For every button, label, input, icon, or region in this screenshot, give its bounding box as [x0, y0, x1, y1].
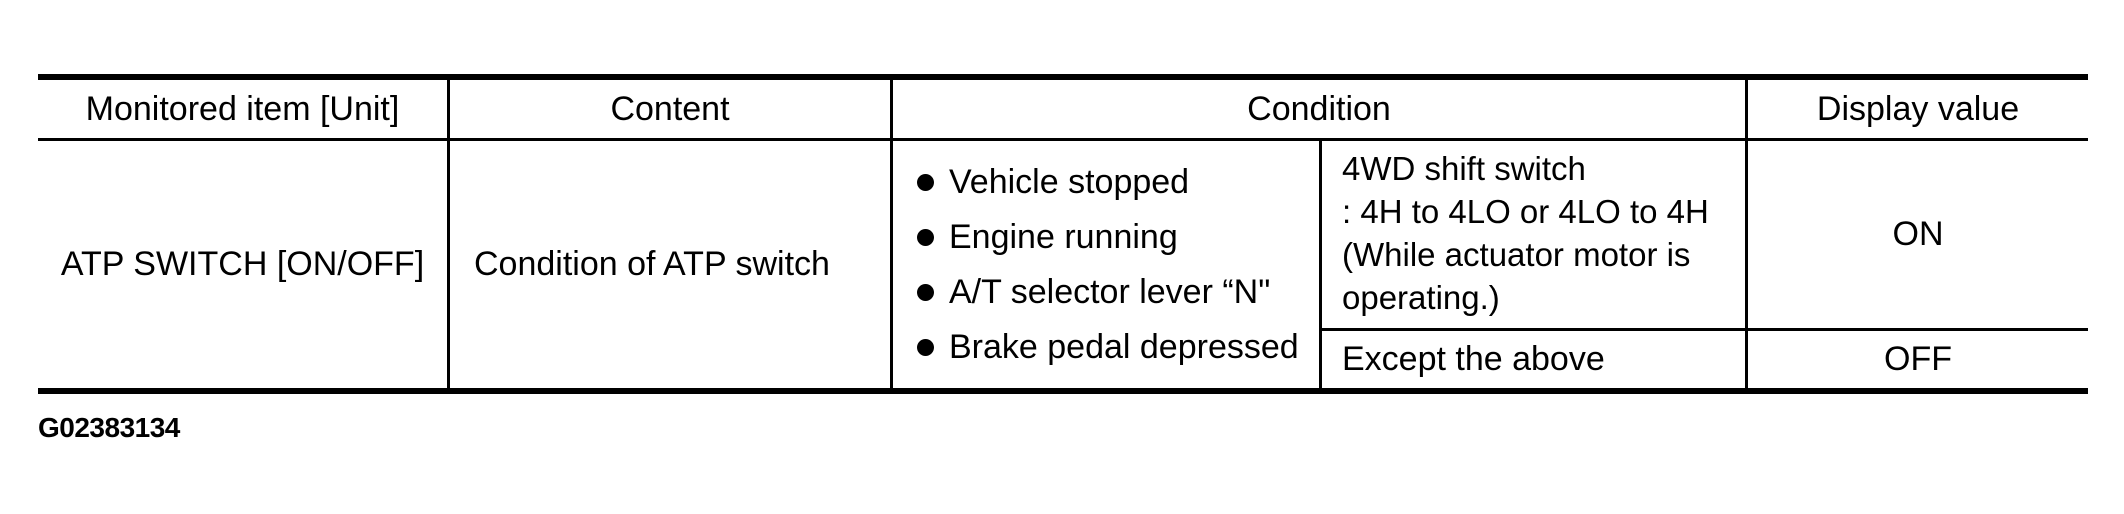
divider-col2-col3 [890, 80, 893, 388]
header-display-value: Display value [1816, 89, 2020, 128]
cell-subcondition-4wd: 4WD shift switch : 4H to 4LO or 4LO to 4… [1322, 141, 1745, 328]
condition-bullet-row: A/T selector lever “N" [917, 265, 1319, 320]
cell-monitored-item: ATP SWITCH [ON/OFF] [60, 245, 425, 283]
divider-col1-col2 [447, 80, 450, 388]
cell-subcondition-except: Except the above [1342, 340, 1605, 378]
subcondition-line: operating.) [1342, 279, 1500, 316]
cell-display-value-on: ON [1892, 215, 1944, 253]
condition-bullet-row: Vehicle stopped [917, 155, 1319, 210]
table-bottom-border [38, 388, 2088, 394]
subcondition-line: 4WD shift switch [1342, 150, 1586, 187]
header-monitored-item: Monitored item [Unit] [85, 89, 400, 128]
subrow-divider-rule [1319, 328, 2088, 331]
condition-bullet-label: Brake pedal depressed [949, 327, 1299, 366]
divider-col3-col4 [1319, 141, 1322, 388]
subcondition-line: : 4H to 4LO or 4LO to 4H [1342, 193, 1709, 230]
cell-content: Condition of ATP switch [474, 245, 830, 283]
bullet-icon [917, 173, 934, 191]
bullet-icon [917, 228, 934, 246]
condition-bullet-row: Engine running [917, 210, 1319, 265]
subcondition-line: (While actuator motor is [1342, 236, 1691, 273]
header-content: Content [610, 89, 730, 128]
condition-bullet-label: Engine running [949, 217, 1178, 256]
condition-bullet-row: Brake pedal depressed [917, 320, 1319, 375]
bullet-icon [917, 283, 934, 301]
cell-display-value-off: OFF [1884, 340, 1952, 378]
header-bottom-rule [38, 138, 2088, 141]
bullet-icon [917, 338, 934, 356]
figure-id: G02383134 [38, 412, 180, 443]
cell-condition-bullets: Vehicle stopped Engine running A/T selec… [893, 141, 1319, 388]
condition-bullet-label: A/T selector lever “N" [949, 272, 1271, 311]
condition-bullet-label: Vehicle stopped [949, 162, 1190, 201]
divider-col4-col5 [1745, 80, 1748, 388]
header-condition: Condition [1247, 89, 1391, 128]
table-top-border [38, 74, 2088, 80]
